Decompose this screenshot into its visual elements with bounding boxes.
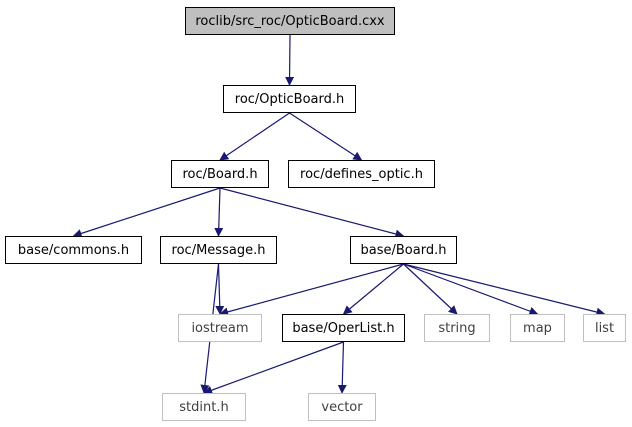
node-roc-defines-optic-h[interactable]: roc/defines_optic.h: [288, 160, 435, 188]
node-root-file: roclib/src_roc/OpticBoard.cxx: [185, 7, 395, 35]
edge-base_board_h-to-map: [403, 263, 539, 316]
edge-roc_board_h-to-roc_message_h: [214, 187, 224, 237]
node-base-commons-h[interactable]: base/commons.h: [5, 236, 142, 264]
edge-base_board_h-to-string: [403, 263, 458, 315]
edge-root-to-optic_board_h: [285, 34, 295, 86]
edge-optic_board_h-to-defines_optic_h: [289, 112, 363, 161]
node-iostream: iostream: [178, 314, 262, 342]
node-string: string: [424, 314, 490, 342]
node-map: map: [510, 314, 565, 342]
edge-base_board_h-to-base_operlist_h: [342, 263, 404, 315]
edge-roc_board_h-to-base_board_h: [219, 187, 405, 239]
edge-roc_message_h-to-iostream: [215, 263, 225, 315]
edge-optic_board_h-to-roc_board_h: [219, 112, 290, 161]
node-roc-board-h[interactable]: roc/Board.h: [171, 160, 269, 188]
node-base-operlist-h[interactable]: base/OperList.h: [282, 314, 405, 342]
edge-base_board_h-to-list: [403, 263, 606, 317]
edge-roc_board_h-to-base_commons_h: [72, 187, 221, 238]
node-roc-message-h[interactable]: roc/Message.h: [160, 236, 277, 264]
edge-base_operlist_h-to-stdint_h: [203, 341, 344, 395]
node-stdint-h: stdint.h: [162, 393, 246, 421]
edge-base_operlist_h-to-vector: [337, 341, 347, 394]
edge-base_board_h-to-iostream: [219, 263, 404, 317]
node-list: list: [583, 314, 626, 342]
node-vector: vector: [308, 393, 376, 421]
node-roc-opticboard-h[interactable]: roc/OpticBoard.h: [223, 85, 356, 113]
node-base-board-h[interactable]: base/Board.h: [350, 236, 457, 264]
